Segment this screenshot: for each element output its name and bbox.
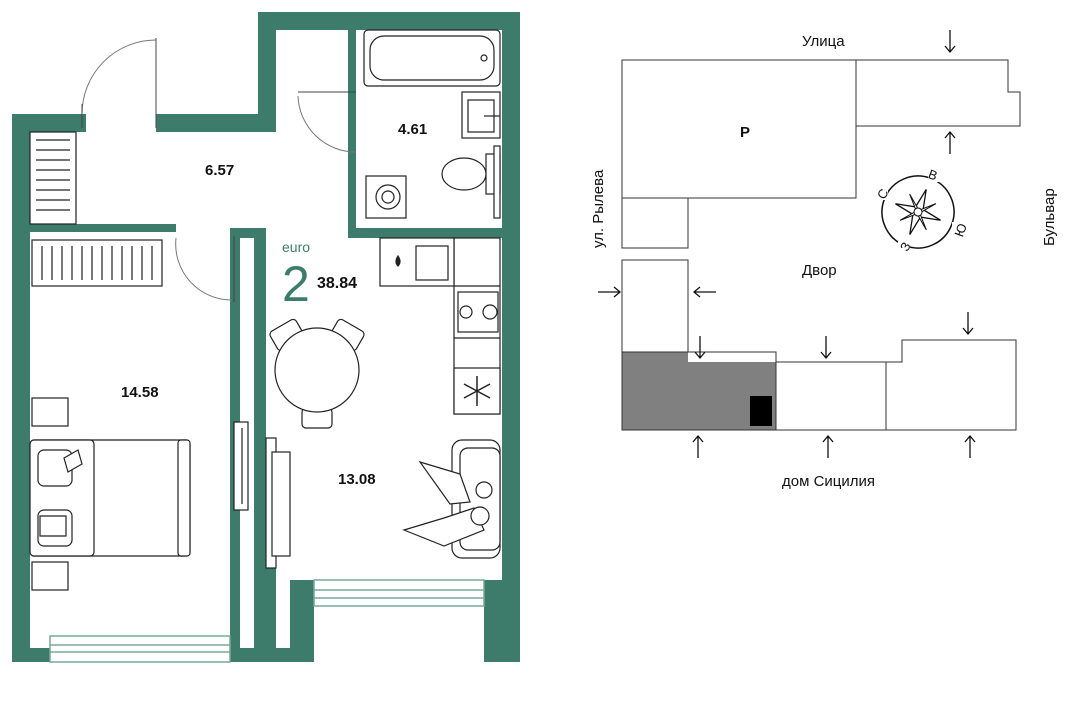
building-bottom-mid bbox=[775, 361, 887, 431]
area-hall: 6.57 bbox=[205, 162, 234, 179]
dining-table bbox=[269, 318, 365, 429]
compass-rose-icon bbox=[881, 175, 955, 249]
bathtub bbox=[363, 29, 501, 87]
floor-plan: euro 2 38.84 6.57 4.61 14.58 13.08 bbox=[12, 12, 520, 663]
site-plan: P Улица Двор дом Сицилия ул. Рылева Буль… bbox=[590, 30, 1058, 490]
door-swings bbox=[81, 38, 357, 302]
total-area: 38.84 bbox=[317, 275, 357, 292]
radiator-bedroom bbox=[31, 239, 163, 287]
street-right-label: Бульвар bbox=[1041, 188, 1058, 246]
radiator-hall bbox=[29, 131, 77, 225]
area-bathroom: 4.61 bbox=[398, 121, 427, 138]
washing-machine bbox=[365, 175, 407, 219]
bed bbox=[29, 397, 191, 591]
sofa-lounge bbox=[402, 439, 501, 559]
building-parking bbox=[621, 59, 857, 199]
entry-arrows bbox=[598, 30, 976, 458]
area-bedroom: 14.58 bbox=[121, 384, 159, 401]
entrance-marker bbox=[750, 396, 772, 426]
tv-unit bbox=[233, 421, 291, 569]
parking-label: P bbox=[740, 124, 750, 141]
building-bottom-right bbox=[885, 339, 1017, 431]
flat-type-label: euro bbox=[282, 239, 310, 255]
area-kitchen-living: 13.08 bbox=[338, 471, 376, 488]
window-living bbox=[313, 579, 485, 607]
flat-type-number: 2 bbox=[282, 256, 310, 312]
window-bedroom bbox=[49, 635, 231, 663]
street-left-label: ул. Рылева bbox=[590, 169, 607, 248]
kitchen-counter bbox=[379, 237, 501, 415]
compass-south: Ю bbox=[951, 221, 970, 238]
courtyard-label: Двор bbox=[802, 262, 837, 279]
building-top-right bbox=[855, 59, 1021, 127]
toilet bbox=[441, 145, 501, 219]
street-top-label: Улица bbox=[802, 33, 845, 50]
building-left-small bbox=[621, 197, 689, 249]
bathroom-sink bbox=[461, 91, 501, 139]
bottom-building-label: дом Сицилия bbox=[782, 473, 875, 490]
